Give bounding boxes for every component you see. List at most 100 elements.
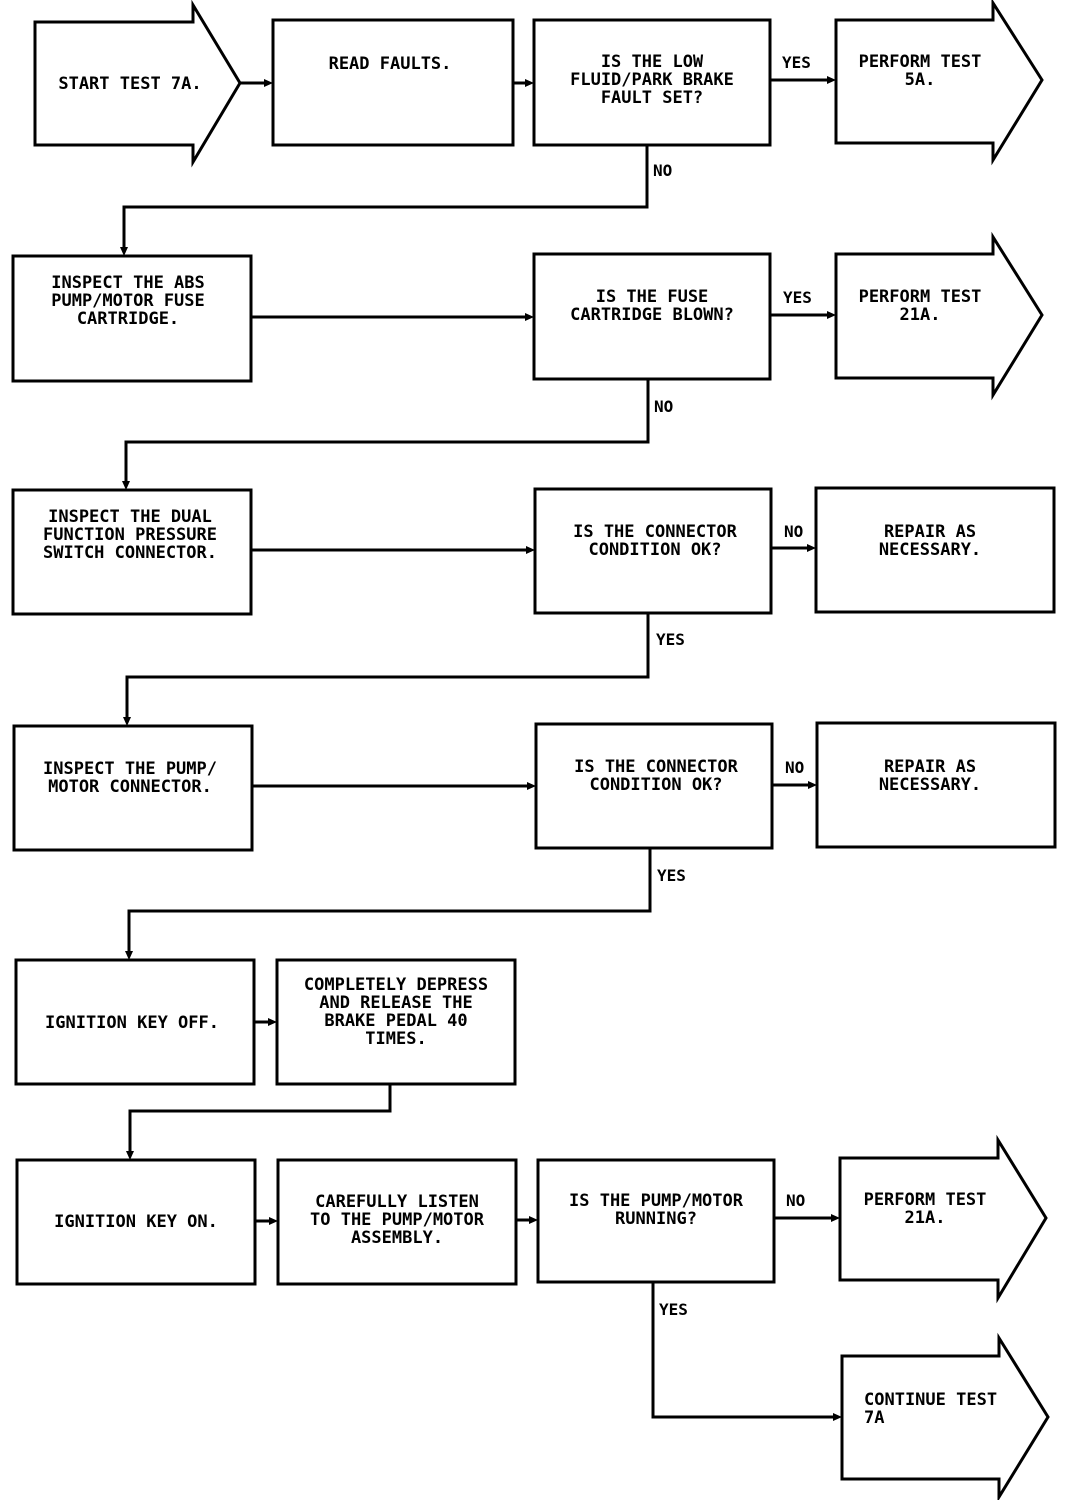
ignition-off-label: IGNITION KEY OFF. xyxy=(45,1013,219,1033)
label-line: BRAKE PEDAL 40 xyxy=(324,1011,467,1031)
edge-label-no: NO xyxy=(654,397,673,416)
arrowhead-icon xyxy=(525,313,534,321)
label-line: TO THE PUMP/MOTOR xyxy=(310,1210,485,1230)
label-line: FAULT SET? xyxy=(601,88,703,108)
arrowhead-icon xyxy=(125,951,133,960)
label-line: IS THE FUSE xyxy=(596,287,709,307)
ignition-on-label: IGNITION KEY ON. xyxy=(54,1212,218,1232)
arrowhead-icon xyxy=(831,1214,840,1222)
label-line: INSPECT THE PUMP/ xyxy=(43,759,217,779)
label-line: CAREFULLY LISTEN xyxy=(315,1192,479,1212)
inspect-dual-switch-box xyxy=(11,488,253,616)
edge-label-yes: YES xyxy=(657,866,686,885)
inspect-pump-connector-box xyxy=(12,724,254,852)
label-line: IS THE CONNECTOR xyxy=(573,522,738,542)
repair-box-1 xyxy=(814,486,1056,614)
label-line: PERFORM TEST xyxy=(859,287,982,307)
label-line: REPAIR AS xyxy=(884,757,976,777)
label-line: REPAIR AS xyxy=(884,522,976,542)
label-line: AND RELEASE THE xyxy=(319,993,473,1013)
label-line: PUMP/MOTOR FUSE xyxy=(51,291,205,311)
label-line: TIMES. xyxy=(365,1029,426,1049)
arrowhead-icon xyxy=(269,1217,278,1225)
arrowhead-icon xyxy=(268,1018,277,1026)
connector-q2-no xyxy=(124,379,650,485)
label-line: CARTRIDGE BLOWN? xyxy=(570,305,734,325)
edge-label-yes: YES xyxy=(656,630,685,649)
arrowhead-icon xyxy=(123,717,131,726)
label-line: 7A xyxy=(864,1408,884,1428)
edge-label-no: NO xyxy=(784,522,803,541)
label-line: IS THE CONNECTOR xyxy=(574,757,739,777)
connector-q4-yes xyxy=(127,848,652,955)
label-line: CARTRIDGE. xyxy=(77,309,179,329)
arrowhead-icon xyxy=(808,781,817,789)
connectors xyxy=(120,76,842,1421)
fuse-blown-question-box xyxy=(532,252,772,381)
read-faults-label: READ FAULTS. xyxy=(329,54,452,74)
label-line: INSPECT THE ABS xyxy=(51,273,205,293)
connector-question-box-1 xyxy=(533,487,773,615)
edge-label-yes: YES xyxy=(783,288,812,307)
pump-running-question-box xyxy=(536,1158,776,1284)
connector-q3-yes xyxy=(125,613,650,721)
label-line: ASSEMBLY. xyxy=(351,1228,443,1248)
perform-test-21a-arrow-1 xyxy=(834,231,1044,401)
label-line: PERFORM TEST xyxy=(859,52,982,72)
label-line: MOTOR CONNECTOR. xyxy=(48,777,212,797)
edge-label-no: NO xyxy=(786,1191,805,1210)
arrowhead-icon xyxy=(833,1413,842,1421)
continue-test-7a-arrow xyxy=(840,1332,1050,1500)
label-line: SWITCH CONNECTOR. xyxy=(43,543,217,563)
label-line: NECESSARY. xyxy=(879,775,981,795)
connector-question-box-2 xyxy=(534,722,774,850)
arrowhead-icon xyxy=(122,481,130,490)
arrowhead-icon xyxy=(126,1151,134,1160)
start-test-7a-label: START TEST 7A. xyxy=(58,74,201,94)
arrowhead-icon xyxy=(827,311,836,319)
label-line: 21A. xyxy=(905,1208,946,1228)
label-line: COMPLETELY DEPRESS xyxy=(304,975,488,995)
perform-test-5a-arrow xyxy=(834,0,1044,166)
start-test-7a-arrow xyxy=(33,0,242,168)
arrowhead-icon xyxy=(264,79,273,87)
repair-box-2 xyxy=(815,721,1057,849)
connector-q5-yes xyxy=(651,1282,837,1419)
arrowhead-icon xyxy=(525,79,534,87)
edge-label-no: NO xyxy=(653,161,672,180)
inspect-fuse-box xyxy=(11,254,253,383)
label-line: IS THE PUMP/MOTOR xyxy=(569,1191,744,1211)
label-line: RUNNING? xyxy=(615,1209,697,1229)
read-faults-box xyxy=(271,18,515,147)
ignition-off-box xyxy=(14,958,256,1086)
label-line: INSPECT THE DUAL xyxy=(48,507,212,527)
label-line: IS THE LOW xyxy=(601,52,704,72)
arrowhead-icon xyxy=(120,247,128,256)
connector-q1-no xyxy=(122,145,649,251)
label-line: NECESSARY. xyxy=(879,540,981,560)
perform-test-21a-arrow-2 xyxy=(838,1134,1048,1304)
depress-pedal-box xyxy=(275,958,517,1086)
connector-depress-to-on xyxy=(128,1084,392,1155)
arrowhead-icon xyxy=(526,546,535,554)
inspect-pump-connector-label: INSPECT THE PUMP/MOTOR CONNECTOR. xyxy=(43,759,217,797)
low-fluid-question-box xyxy=(532,18,772,147)
arrowhead-icon xyxy=(827,76,836,84)
label-line: FUNCTION PRESSURE xyxy=(43,525,217,545)
ignition-on-box xyxy=(15,1158,257,1286)
label-line: CONDITION OK? xyxy=(589,775,722,795)
label-line: CONDITION OK? xyxy=(588,540,721,560)
